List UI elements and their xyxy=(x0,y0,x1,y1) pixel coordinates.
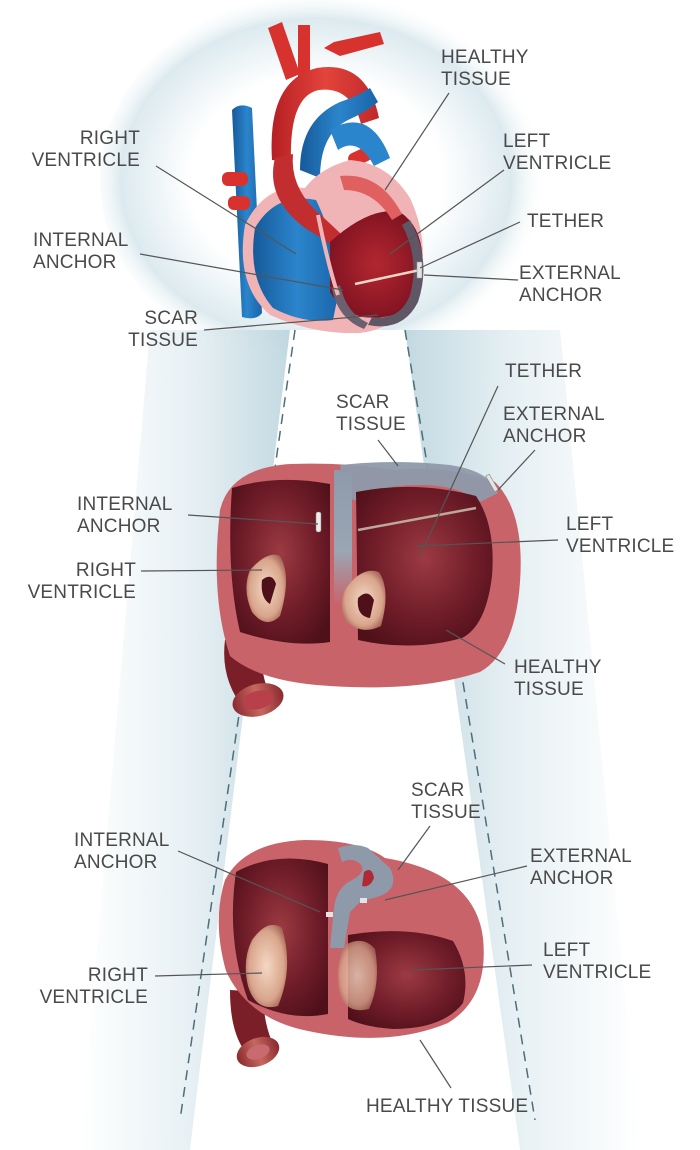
label-line: RIGHT xyxy=(87,965,148,986)
label-line: VENTRICLE xyxy=(31,150,140,171)
label-line: INTERNAL xyxy=(77,494,173,515)
label-line: SCAR xyxy=(336,392,390,413)
cross-section-after-illustration xyxy=(218,840,484,1068)
label-p3-internal-anchor: INTERNAL ANCHOR xyxy=(74,830,170,874)
label-p1-tether: TETHER xyxy=(527,211,604,233)
label-p3-external-anchor: EXTERNAL ANCHOR xyxy=(530,846,632,890)
label-line: ANCHOR xyxy=(33,252,117,273)
leader-p2-left-ventricle xyxy=(415,539,559,547)
label-line: SCAR xyxy=(144,308,198,329)
label-line: TISSUE xyxy=(514,679,584,700)
label-line: LEFT xyxy=(566,514,614,535)
label-p3-healthy-tissue: HEALTHY TISSUE xyxy=(366,1096,528,1118)
label-line: VENTRICLE xyxy=(566,536,675,557)
leader-p3-scar-tissue xyxy=(397,825,431,871)
label-p2-scar-tissue: SCAR TISSUE xyxy=(336,392,406,436)
label-p2-external-anchor: EXTERNAL ANCHOR xyxy=(503,404,605,448)
leader-p3-internal-anchor xyxy=(177,850,321,913)
label-p2-healthy-tissue: HEALTHY TISSUE xyxy=(514,657,602,701)
label-p2-tether: TETHER xyxy=(505,361,582,383)
label-line: TETHER xyxy=(505,361,583,382)
label-line: HEALTHY xyxy=(514,657,602,678)
leader-p3-left-ventricle xyxy=(411,964,533,971)
funnel-edge-right xyxy=(404,329,536,1121)
label-p2-right-ventricle: RIGHT VENTRICLE xyxy=(28,560,136,604)
label-line: VENTRICLE xyxy=(543,962,652,983)
leader-p1-right-ventricle xyxy=(155,165,297,255)
label-p3-scar-tissue: SCAR TISSUE xyxy=(411,780,481,824)
leader-p1-scar-tissue xyxy=(203,314,379,331)
cross-section-before-illustration xyxy=(216,462,521,717)
label-line: HEALTHY xyxy=(441,47,529,68)
label-p1-internal-anchor: INTERNAL ANCHOR xyxy=(33,230,129,274)
label-line: TETHER xyxy=(527,211,605,232)
label-line: INTERNAL xyxy=(33,230,129,251)
label-line: EXTERNAL xyxy=(503,404,605,425)
label-p1-scar-tissue: SCAR TISSUE xyxy=(128,308,198,352)
leader-p1-healthy-tissue xyxy=(384,92,450,191)
leader-p1-internal-anchor xyxy=(139,253,344,291)
leader-p1-external-anchor xyxy=(423,274,519,281)
label-p3-left-ventricle: LEFT VENTRICLE xyxy=(543,940,651,984)
leader-p2-scar-tissue xyxy=(377,439,399,467)
label-line: VENTRICLE xyxy=(39,987,148,1008)
label-line: RIGHT xyxy=(75,560,136,581)
leader-p1-left-ventricle xyxy=(389,169,505,255)
label-line: TISSUE xyxy=(128,330,198,351)
label-p3-right-ventricle: RIGHT VENTRICLE xyxy=(40,965,148,1009)
label-p2-left-ventricle: LEFT VENTRICLE xyxy=(566,514,674,558)
label-p1-left-ventricle: LEFT VENTRICLE xyxy=(503,131,611,175)
label-line: EXTERNAL xyxy=(530,846,632,867)
label-line: LEFT xyxy=(543,940,591,961)
heart-exterior-illustration xyxy=(222,22,424,334)
label-line: VENTRICLE xyxy=(27,582,136,603)
label-line: ANCHOR xyxy=(77,516,161,537)
label-line: ANCHOR xyxy=(530,868,614,889)
leader-p2-healthy-tissue xyxy=(445,629,506,665)
leader-p1-tether xyxy=(419,221,521,269)
label-line: TISSUE xyxy=(336,414,406,435)
label-p1-right-ventricle: RIGHT VENTRICLE xyxy=(32,128,140,172)
leader-p3-external-anchor xyxy=(384,865,528,901)
leader-p2-right-ventricle xyxy=(140,569,263,572)
label-line: ANCHOR xyxy=(74,852,158,873)
label-p1-healthy-tissue: HEALTHY TISSUE xyxy=(441,47,529,91)
label-p2-internal-anchor: INTERNAL ANCHOR xyxy=(77,494,173,538)
leader-p2-internal-anchor xyxy=(187,514,319,525)
label-line: HEALTHY TISSUE xyxy=(366,1096,529,1117)
label-line: ANCHOR xyxy=(519,285,603,306)
label-line: LEFT xyxy=(503,131,551,152)
label-line: SCAR xyxy=(411,780,465,801)
label-line: TISSUE xyxy=(441,69,511,90)
leader-p2-tether xyxy=(419,385,499,557)
leader-p3-right-ventricle xyxy=(154,972,263,977)
leader-p3-healthy-tissue xyxy=(419,1039,452,1089)
funnel-edge-left xyxy=(179,329,296,1121)
label-line: TISSUE xyxy=(411,802,481,823)
label-line: RIGHT xyxy=(79,128,140,149)
label-line: ANCHOR xyxy=(503,426,587,447)
label-p1-external-anchor: EXTERNAL ANCHOR xyxy=(519,263,621,307)
label-line: EXTERNAL xyxy=(519,263,621,284)
label-line: VENTRICLE xyxy=(503,153,612,174)
leader-p2-external-anchor xyxy=(497,449,536,491)
label-line: INTERNAL xyxy=(74,830,170,851)
